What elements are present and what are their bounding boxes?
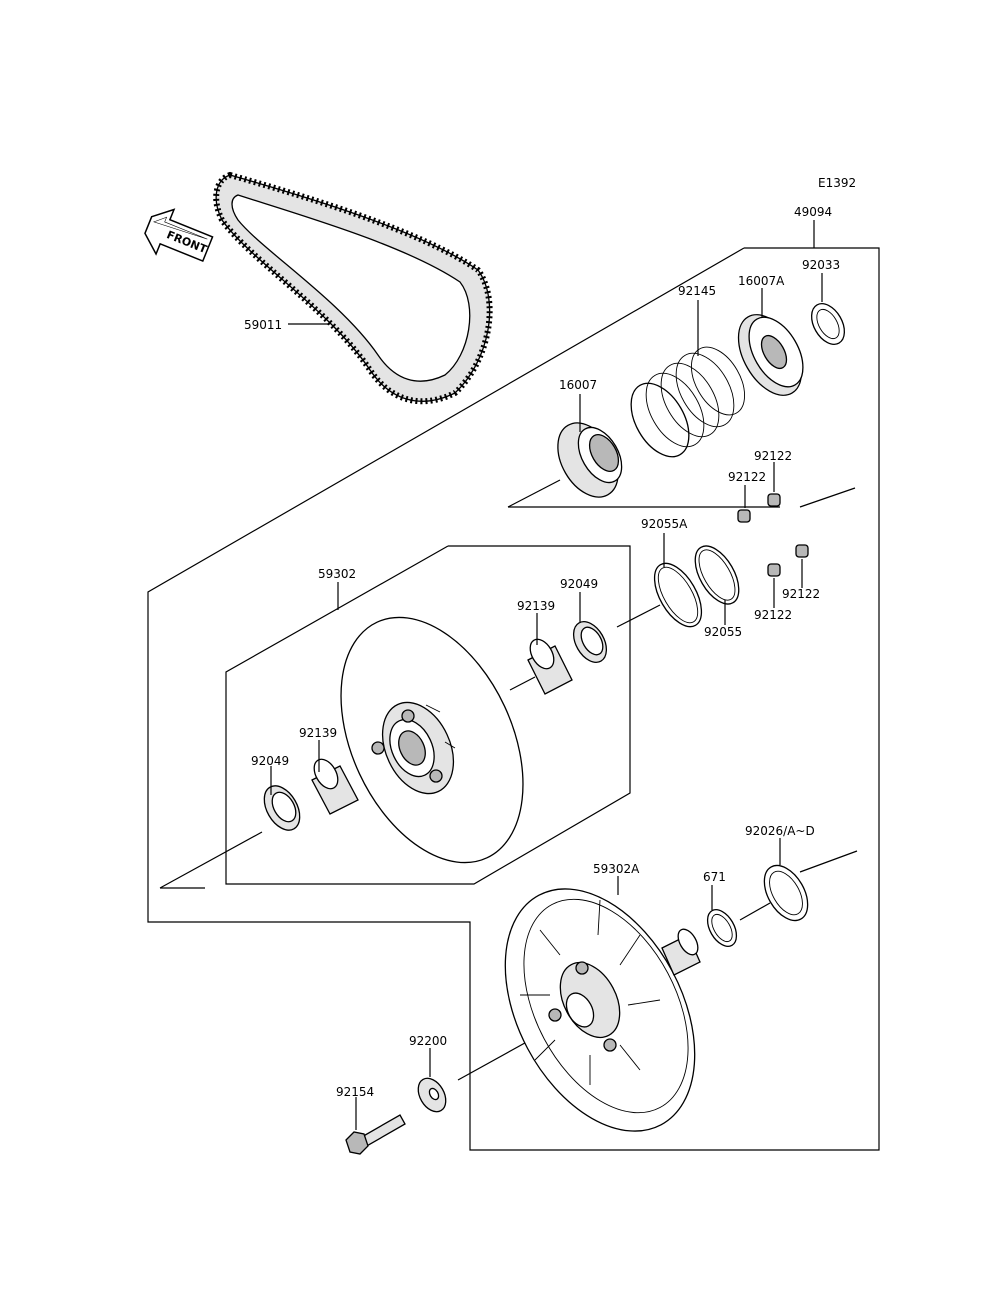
cam-upper <box>737 314 804 396</box>
label-belt: 59011 <box>244 318 282 332</box>
drive-belt <box>213 171 493 405</box>
slider-shoe-b <box>767 493 781 507</box>
label-movable-sheave: 59302 <box>318 567 356 581</box>
cam-lower <box>557 422 623 498</box>
label-slider-c: 92122 <box>782 587 820 601</box>
label-cam-lower: 16007 <box>559 378 597 392</box>
label-bolt: 92154 <box>336 1085 374 1099</box>
label-oring-a: 92055A <box>641 517 688 531</box>
flange-bolt <box>345 1114 406 1155</box>
label-assembly: 49094 <box>794 205 832 219</box>
movable-sheave <box>340 616 524 864</box>
label-retainer: 92033 <box>802 258 840 272</box>
label-oring-671: 671 <box>703 870 726 884</box>
washer <box>417 1077 447 1113</box>
retainer-ring <box>810 303 846 345</box>
spring <box>630 346 746 458</box>
bushing-lower <box>311 758 359 815</box>
oring-671 <box>706 909 738 947</box>
label-bushing-upper: 92139 <box>517 599 555 613</box>
label-slider-a: 92122 <box>728 470 766 484</box>
oring-92055A <box>653 562 703 628</box>
label-spring: 92145 <box>678 284 716 298</box>
fixed-sheave <box>504 888 701 1132</box>
label-cam-upper: 16007A <box>738 274 785 288</box>
label-washer: 92200 <box>409 1034 447 1048</box>
assembly-boundary <box>147 247 880 1151</box>
label-seal-upper: 92049 <box>560 577 598 591</box>
shim-washer <box>763 864 809 922</box>
seal-lower <box>263 785 301 831</box>
slider-shoe-d <box>767 563 781 577</box>
oring-92055 <box>694 545 740 605</box>
label-oring-b: 92055 <box>704 625 742 639</box>
label-bushing-lower: 92139 <box>299 726 337 740</box>
label-seal-lower: 92049 <box>251 754 289 768</box>
label-shim: 92026/A~D <box>745 824 815 838</box>
diagram-code: E1392 <box>818 176 856 190</box>
front-arrow-icon: FRONT <box>144 208 214 263</box>
sheave-boundary <box>225 545 631 885</box>
slider-shoe-a <box>737 509 751 523</box>
bushing-upper <box>527 638 573 695</box>
slider-shoe-c <box>795 544 809 558</box>
label-slider-d: 92122 <box>754 608 792 622</box>
label-slider-b: 92122 <box>754 449 792 463</box>
seal-upper <box>572 621 608 663</box>
label-fixed-sheave: 59302A <box>593 862 640 876</box>
